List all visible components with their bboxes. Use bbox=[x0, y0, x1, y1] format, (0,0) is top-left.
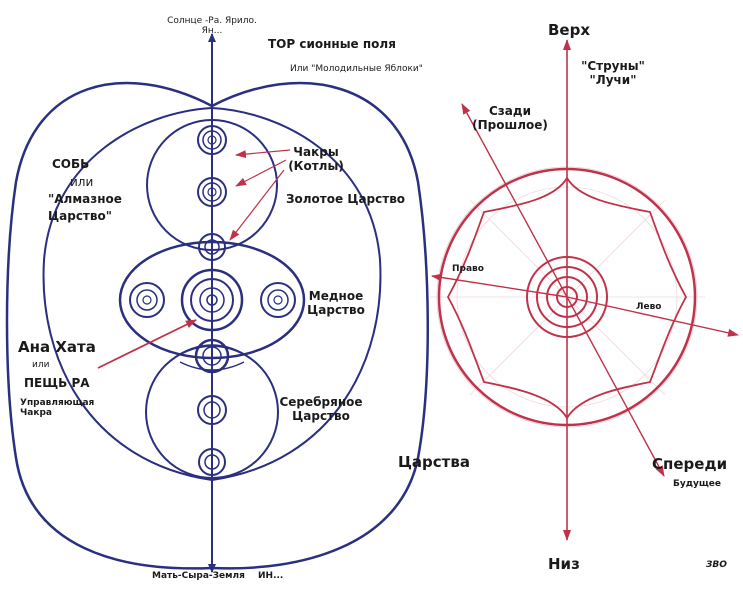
left-apple-lobe bbox=[42, 107, 213, 481]
sun-label-line2: Ян... bbox=[201, 26, 223, 37]
sun-label: Солнце -Ра. Ярило. Ян... bbox=[160, 16, 264, 37]
strings-label: "Струны" "Лучи" bbox=[580, 59, 646, 88]
axis-back bbox=[461, 103, 568, 298]
yin-label: ИН... bbox=[258, 571, 284, 581]
bottom-label: Низ bbox=[548, 555, 580, 573]
tor-title: ТОР сионные поля bbox=[268, 37, 396, 51]
axis-right bbox=[566, 296, 739, 337]
strings-label-line1: "Струны" bbox=[581, 59, 645, 73]
copper-label-line2: Царство bbox=[307, 302, 365, 317]
chakras-label: Чакры (Котлы) bbox=[284, 145, 348, 174]
sob-label-3: "Алмазное bbox=[48, 192, 122, 206]
apples-subtitle: Или "Молодильные Яблоки" bbox=[290, 64, 423, 74]
sob-label-4: Царство" bbox=[48, 209, 112, 223]
behind-label-line2: (Прошлое) bbox=[472, 117, 548, 132]
gold-kingdom-label: Золотое Царство bbox=[286, 192, 406, 206]
copper-label-line1: Медное bbox=[308, 289, 364, 303]
copper-kingdom-label: Медное Царство bbox=[304, 289, 368, 318]
pointer-chakras-2 bbox=[235, 159, 287, 187]
chakra-copper-left bbox=[129, 282, 165, 318]
silver-label-line1: Серебряное bbox=[279, 395, 363, 409]
front-label: Спереди bbox=[652, 455, 728, 473]
anahata-label: Ана Хата bbox=[18, 338, 96, 356]
control-label-line2: Чакра bbox=[20, 408, 52, 419]
sob-label-2: или bbox=[70, 175, 94, 189]
left-direction-label: Лево bbox=[636, 302, 662, 312]
strings-label-line2: "Лучи" bbox=[589, 72, 637, 87]
tor-figure bbox=[5, 33, 430, 573]
pointer-chakras-1 bbox=[235, 149, 291, 159]
anahata-or: или bbox=[32, 360, 50, 370]
direction-figure bbox=[430, 39, 739, 541]
signature: ЗВО bbox=[706, 560, 727, 570]
chakra-copper-right bbox=[260, 282, 296, 318]
control-label-line1: Управляющая bbox=[20, 398, 95, 408]
sob-label-1: СОБЬ bbox=[52, 157, 90, 171]
chakras-label-line2: (Котлы) bbox=[288, 158, 344, 173]
chakras-label-line1: Чакры bbox=[293, 145, 339, 159]
right-direction-label: Право bbox=[452, 264, 484, 274]
pointer-chakras-3 bbox=[229, 169, 285, 241]
axis-front bbox=[566, 296, 665, 477]
future-label: Будущее bbox=[673, 479, 722, 489]
silver-kingdom-label: Серебряное Царство bbox=[276, 395, 366, 424]
top-label: Верх bbox=[548, 21, 591, 39]
behind-label-line1: Сзади bbox=[489, 104, 531, 118]
pointer-anahata bbox=[97, 319, 197, 369]
kingdoms-label: Царства bbox=[398, 453, 470, 471]
sun-label-line1: Солнце -Ра. Ярило. bbox=[167, 16, 257, 26]
axis-left bbox=[431, 273, 568, 298]
cave-ra-label: ПЕЩЬ РА bbox=[24, 376, 90, 390]
control-chakra-label: Управляющая Чакра bbox=[20, 398, 94, 419]
outer-field-boundary bbox=[5, 81, 430, 570]
right-apple-lobe bbox=[211, 107, 382, 481]
behind-label: Сзади (Прошлое) bbox=[470, 104, 550, 133]
silver-label-line2: Царство bbox=[292, 408, 350, 423]
earth-label: Мать-Сыра-Земля bbox=[152, 571, 245, 581]
